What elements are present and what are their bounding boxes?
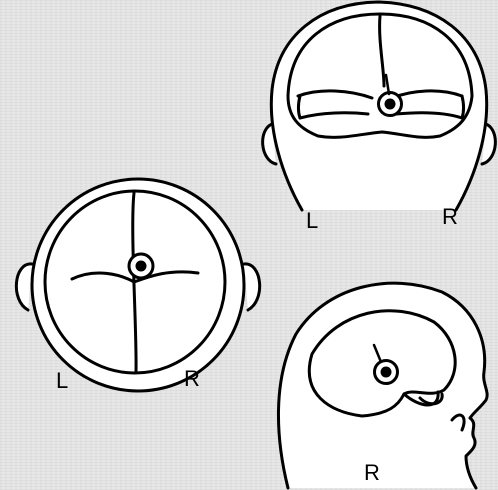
side-view-right-label: R (364, 462, 380, 484)
top-view-head (16, 179, 259, 391)
top-view-left-label: L (56, 370, 68, 392)
top-view-electrode (129, 254, 153, 278)
back-view-left-label: L (306, 210, 318, 232)
side-view-head (278, 283, 487, 488)
top-view-right-label: R (184, 368, 200, 390)
back-view-right-label: R (442, 206, 458, 228)
